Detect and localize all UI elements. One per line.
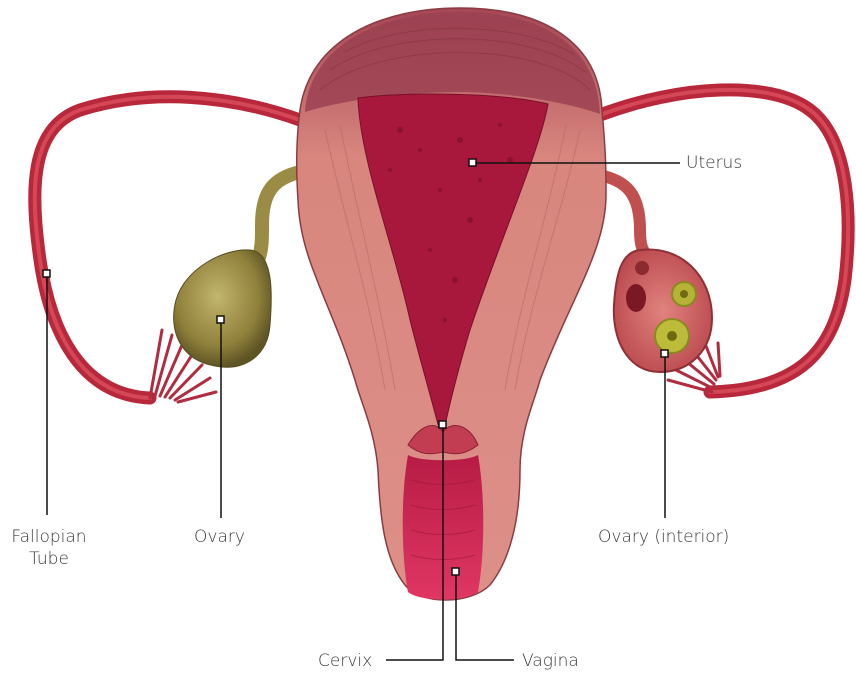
label-fallopian-tube-line1: Fallopian <box>6 526 92 548</box>
ovarian-ligament-left <box>258 172 300 260</box>
label-fallopian-tube: Fallopian Tube <box>6 526 92 570</box>
leader-ovary-interior <box>661 350 668 518</box>
label-cervix: Cervix <box>318 650 372 672</box>
label-ovary: Ovary <box>194 526 245 548</box>
label-uterus: Uterus <box>686 152 742 174</box>
label-vagina: Vagina <box>522 650 579 672</box>
label-ovary-interior: Ovary (interior) <box>598 526 729 548</box>
label-fallopian-tube-line2: Tube <box>6 548 92 570</box>
ovary-left <box>174 250 272 367</box>
